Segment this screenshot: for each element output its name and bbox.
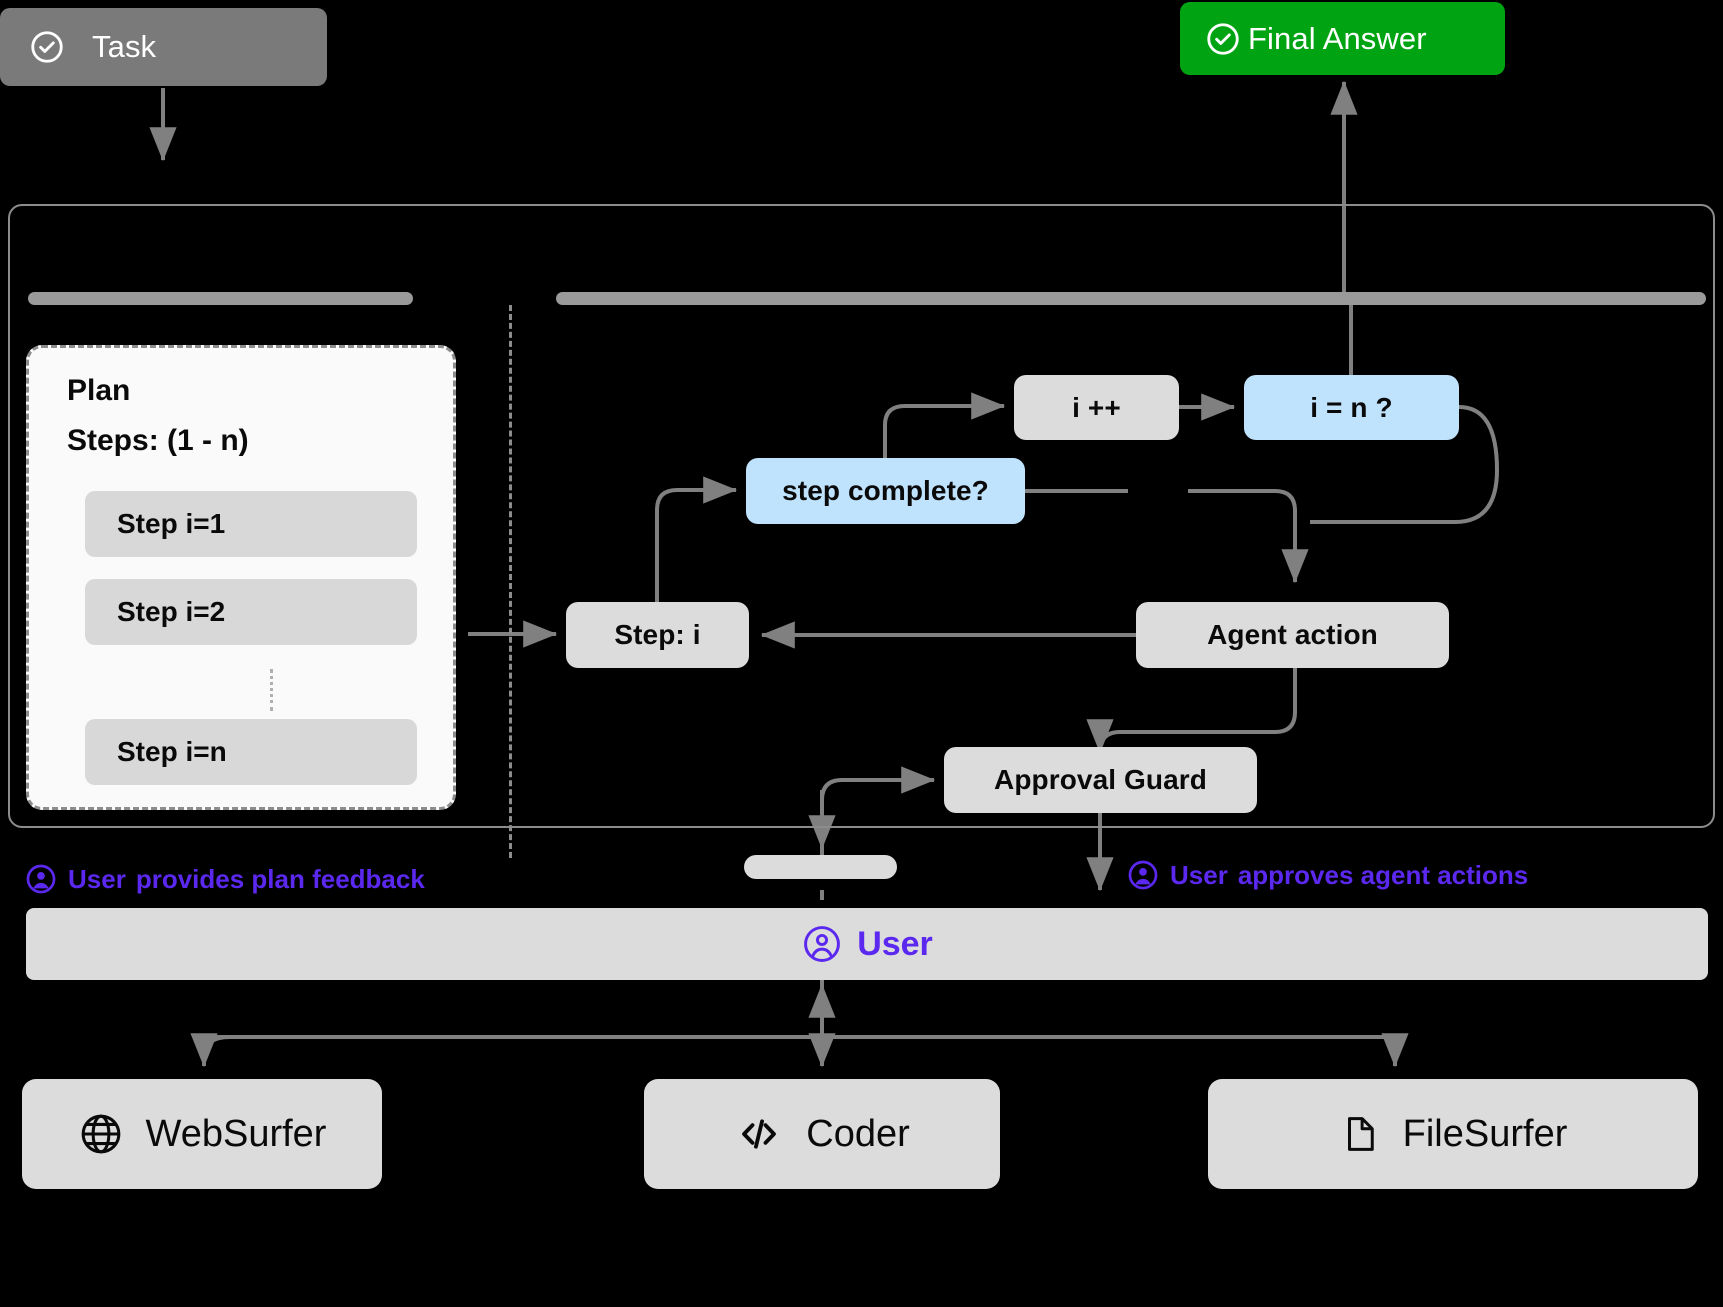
plan-step-item[interactable]: Step i=n (85, 719, 417, 785)
user-circle-icon (1126, 858, 1160, 892)
orchestrator-container (8, 204, 1715, 828)
flow-node-approval-guard[interactable]: Approval Guard (944, 747, 1257, 813)
annotation-user-label: User (68, 863, 126, 894)
flow-node-label: Agent action (1207, 619, 1378, 650)
agent-label: WebSurfer (145, 1112, 327, 1155)
user-band[interactable]: User (26, 908, 1708, 980)
task-label: Task (92, 29, 157, 64)
check-circle-icon (1204, 20, 1242, 58)
plan-ellipsis-icon (270, 669, 273, 711)
annotation-user-plan-feedback: User provides plan feedback (24, 862, 425, 896)
code-icon (734, 1111, 784, 1157)
flow-node-label: Step: i (614, 619, 701, 650)
flow-node-label: i ++ (1072, 391, 1121, 423)
edge-bus-to-websurfer (190, 1033, 231, 1068)
user-handoff-pill (744, 855, 897, 879)
globe-icon (78, 1111, 124, 1157)
annotation-user-approves-actions: User approves agent actions (1126, 858, 1528, 892)
vertical-dashed-divider (509, 305, 512, 858)
agent-card-websurfer[interactable]: WebSurfer (22, 1079, 382, 1189)
user-band-label: User (857, 924, 933, 963)
plan-step-label: Step i=1 (117, 508, 226, 539)
section-header-bar-right (556, 292, 1706, 305)
flow-node-step-complete[interactable]: step complete? (746, 458, 1025, 524)
plan-title: Plan (67, 374, 131, 407)
final-answer-pill[interactable]: Final Answer (1180, 2, 1505, 75)
section-header-bar-left (28, 292, 413, 305)
flow-node-agent-action[interactable]: Agent action (1136, 602, 1449, 668)
user-circle-icon (801, 923, 843, 965)
flow-node-label: Approval Guard (994, 764, 1207, 795)
flow-node-label: i = n ? (1310, 391, 1393, 423)
plan-step-label: Step i=n (117, 736, 227, 767)
file-icon (1339, 1111, 1381, 1157)
agent-label: Coder (806, 1112, 910, 1155)
flow-node-i-equals-n[interactable]: i = n ? (1244, 375, 1459, 440)
plan-card[interactable]: Plan Steps: (1 - n) Step i=1 Step i=2 St… (26, 345, 456, 810)
final-answer-label: Final Answer (1248, 20, 1427, 56)
flow-node-label: step complete? (782, 475, 989, 506)
plan-step-label: Step i=2 (117, 596, 226, 627)
task-pill[interactable]: Task (0, 8, 327, 86)
agent-card-filesurfer[interactable]: FileSurfer (1208, 1079, 1698, 1189)
agent-card-coder[interactable]: Coder (644, 1079, 1000, 1189)
annotation-user-text: provides plan feedback (135, 863, 425, 894)
annotation-user-label: User (1170, 859, 1228, 890)
check-circle-icon (28, 28, 66, 66)
user-circle-icon (24, 862, 58, 896)
flow-node-i-increment[interactable]: i ++ (1014, 375, 1179, 440)
flow-node-step-i[interactable]: Step: i (566, 602, 749, 668)
plan-subtitle: Steps: (1 - n) (67, 424, 249, 457)
agent-label: FileSurfer (1402, 1112, 1568, 1155)
annotation-user-text: approves agent actions (1237, 859, 1529, 890)
plan-step-item[interactable]: Step i=1 (85, 491, 417, 557)
plan-step-item[interactable]: Step i=2 (85, 579, 417, 645)
